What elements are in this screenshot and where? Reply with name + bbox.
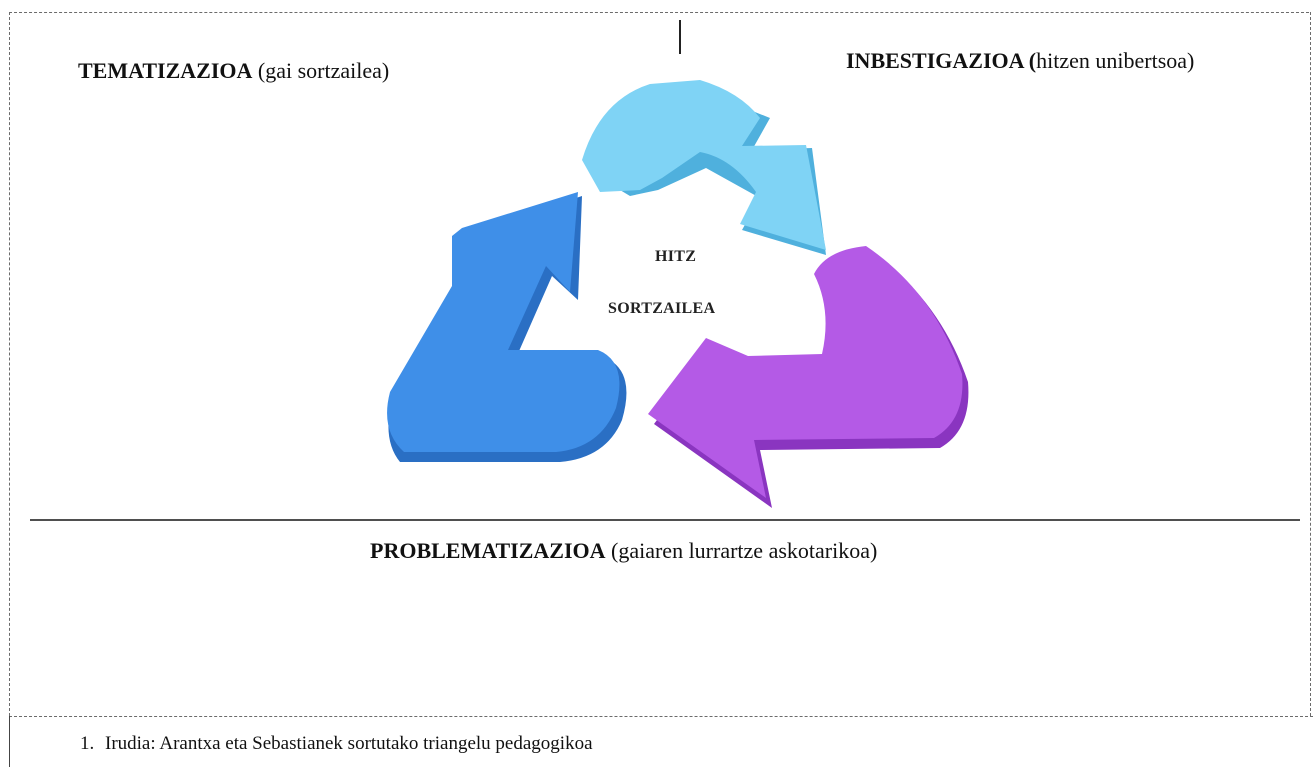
problematizazioa-label: PROBLEMATIZAZIOA (gaiaren lurrartze asko… [370,538,877,564]
diagram-frame-right-edge [1310,12,1311,716]
diagram-frame [9,12,1309,716]
right-arrow [648,246,969,508]
top-arrow [582,80,826,255]
inbestigazioa-subtitle: hitzen unibertsoa) [1036,48,1195,73]
tematizazioa-label: TEMATIZAZIOA (gai sortzailea) [78,58,389,84]
left-arrow [387,192,627,462]
center-label-line1: HITZ [655,248,697,265]
center-label-line2: SORTZAILEA [608,300,716,317]
frame-bottom-rule [9,716,1313,717]
problematizazioa-title: PROBLEMATIZAZIOA [370,538,606,563]
horizontal-divider [30,519,1300,521]
figure-caption: Irudia: Arantxa eta Sebastianek sortutak… [105,733,593,754]
problematizazioa-subtitle: (gaiaren lurrartze askotarikoa) [605,538,878,563]
tematizazioa-title: TEMATIZAZIOA [78,58,253,83]
caption-box [9,716,1313,767]
tematizazioa-subtitle: (gai sortzailea) [252,58,390,83]
caption-number: 1. [80,733,95,754]
inbestigazioa-title: INBESTIGAZIOA ( [846,48,1037,73]
inbestigazioa-label: INBESTIGAZIOA (hitzen unibertsoa) [846,48,1194,74]
top-tick-mark [679,20,681,54]
